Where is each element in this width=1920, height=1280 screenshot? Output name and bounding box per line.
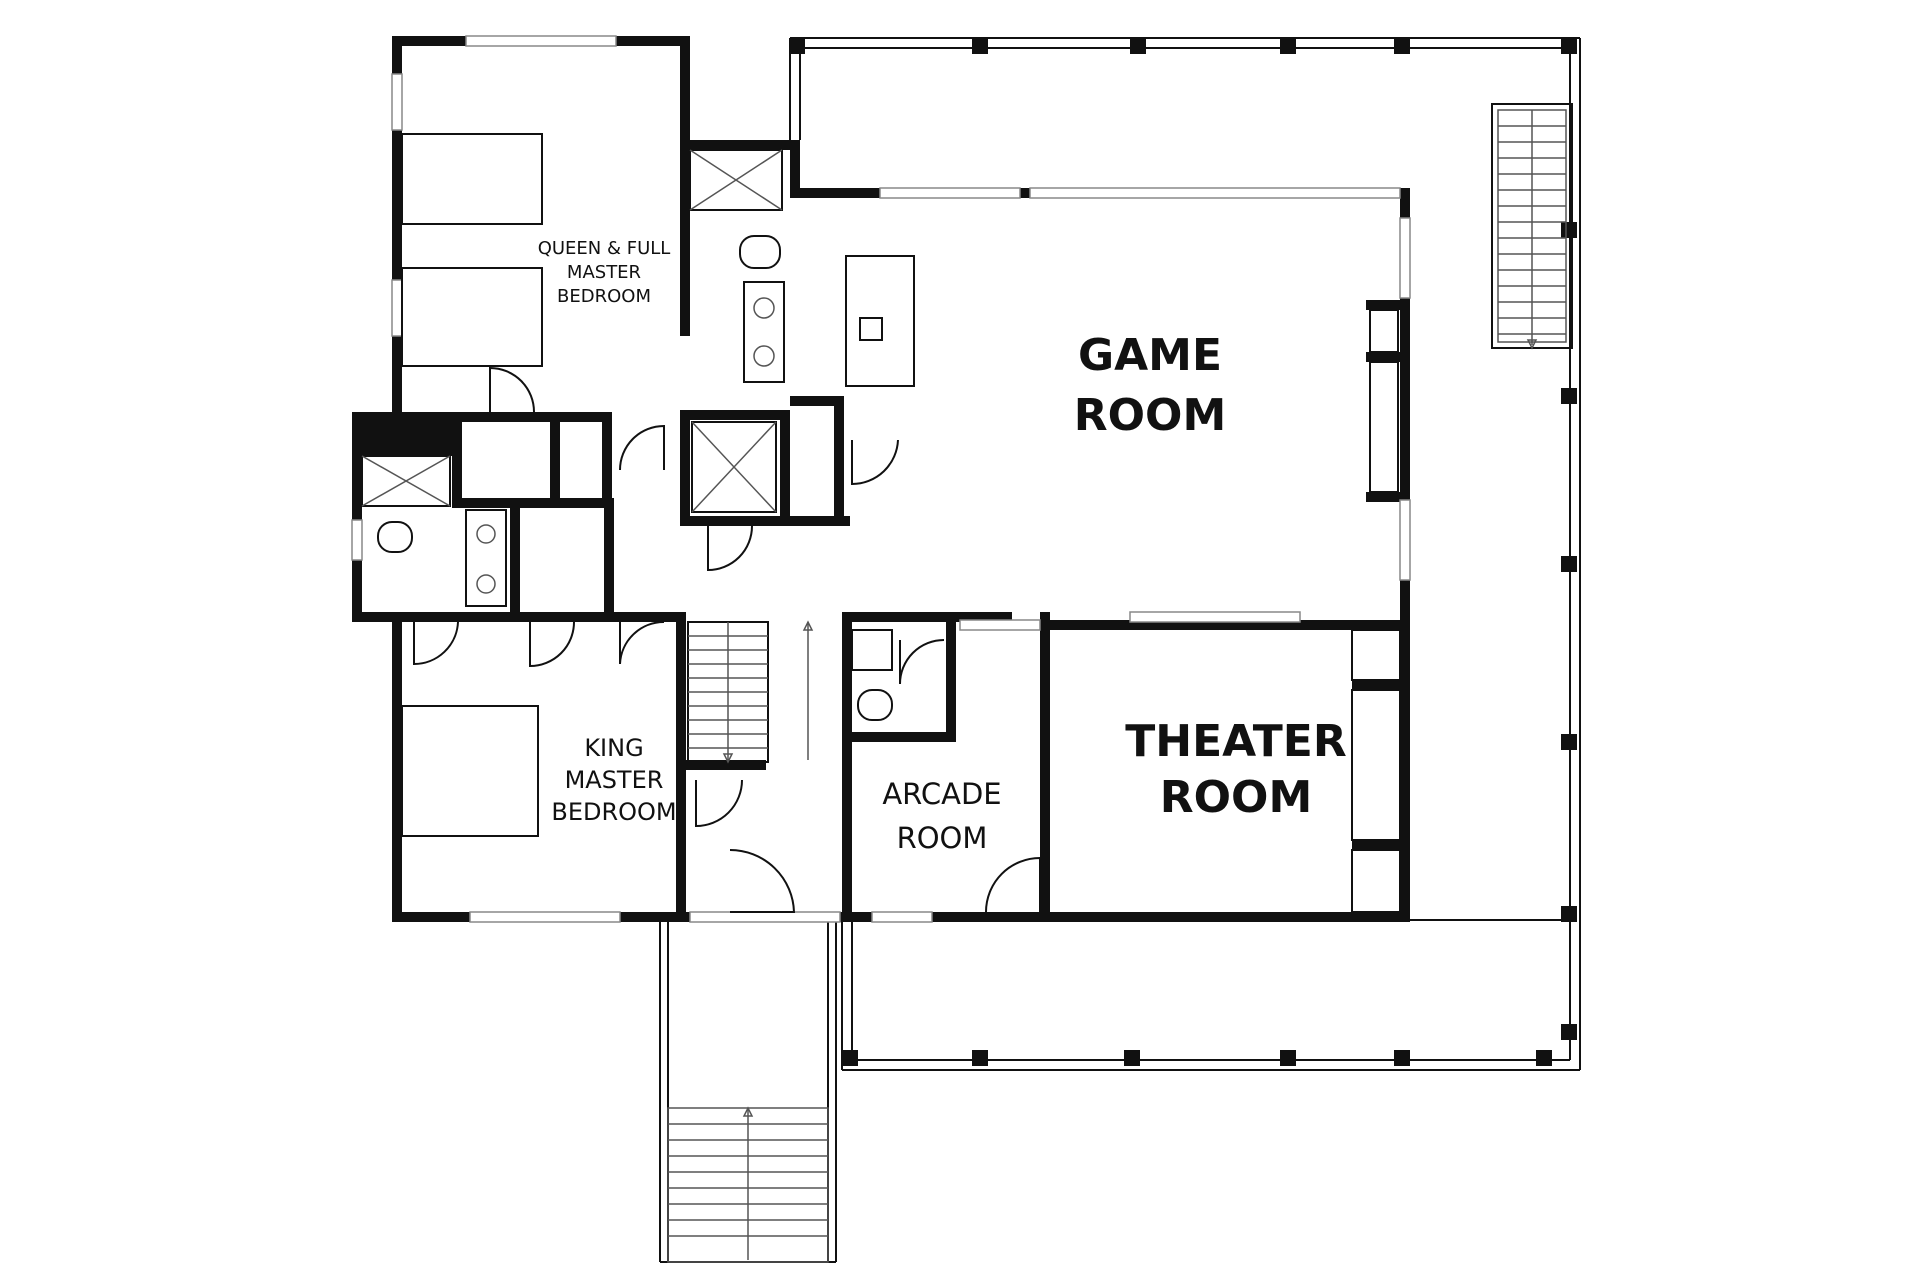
game-room-label-line1: GAME [1078,330,1222,381]
theater-room-label-line1: THEATER [1125,716,1346,767]
interior-stairs [687,620,814,764]
interior-walls [392,396,1410,922]
queen-bedroom-label-line3: BEDROOM [557,286,651,307]
game-room-cabinets [1366,300,1400,502]
theater-cabinets [1351,629,1401,913]
entry-stairs-bottom [659,918,837,1263]
game-room-label-line2: ROOM [1074,390,1226,441]
king-bedroom-label-line1: KING [584,734,643,762]
theater-room-label-line2: ROOM [1160,772,1312,823]
king-bedroom-label-line2: MASTER [565,766,664,794]
queen-bedroom-label-line2: MASTER [567,262,641,283]
queen-bedroom-label-line1: QUEEN & FULL [538,238,671,259]
windows [351,35,1411,923]
room-labels: GAME ROOM THEATER ROOM ARCADE ROOM KING … [538,238,1347,855]
king-bedroom-label-line3: BEDROOM [551,798,676,826]
doors [413,366,1041,913]
arcade-room-label-line2: ROOM [897,821,988,855]
bath-fixtures [377,235,915,721]
showers [361,149,783,513]
beds [401,133,543,837]
porch-stairs-right [1491,103,1573,350]
arcade-room-label-line1: ARCADE [882,777,1001,811]
